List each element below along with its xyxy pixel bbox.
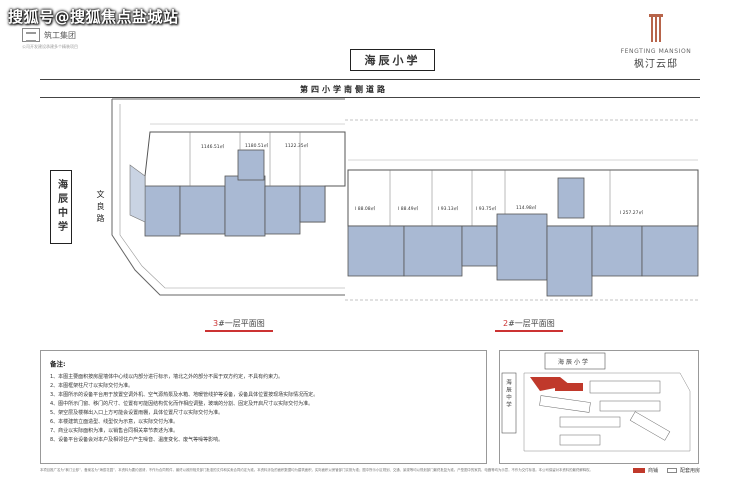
unit-area-label: 1180.51㎡ (245, 144, 269, 149)
brand-mark-icon (649, 14, 663, 42)
school-label-top: 海辰小学 (350, 49, 435, 71)
unit-area-label: I 257.27㎡ (620, 211, 644, 216)
road-label-left: 文良路 (96, 190, 105, 226)
note-item: 6、本楼建筑立面造型、线型仅为示意，以实际交付为准。 (50, 419, 179, 425)
plan-title-number: 2 (503, 319, 509, 328)
developer-logo-name: 筑工集团 (44, 30, 76, 40)
notes-panel: 备注: 1、本图主要面积按房屋墙体中心线以内部分进行标示，墙北之外的部分不属于双… (40, 350, 487, 464)
legend: 商铺 配套用房 (633, 467, 700, 474)
watermark-text: 搜狐号@搜狐焦点盐城站 (8, 8, 179, 26)
plan-title-text: #一层平面图 (508, 319, 555, 328)
keymap-drawing (501, 352, 691, 452)
unit-area-label: I 93.13㎡ (438, 207, 459, 212)
brand-name-cn: 枫汀云邸 (634, 59, 678, 70)
brand-name-en: FENGTING MANSION (620, 48, 692, 55)
site-key-map: 海辰小学 海辰中学 (499, 350, 699, 464)
plan-title-building-3: 3#一层平面图 (205, 318, 273, 332)
unit-area-label: I 88.49㎡ (398, 207, 419, 212)
unit-area-label: I 93.75㎡ (476, 207, 497, 212)
brand-logo: FENGTING MANSION 枫汀云邸 (596, 14, 716, 70)
keymap-school-label: 海辰小学 (558, 359, 591, 366)
note-item: 1、本图主要面积按房屋墙体中心线以内部分进行标示，墙北之外的部分不属于双方约定，… (50, 374, 284, 380)
road-edge-line (40, 97, 700, 98)
floor-plan-drawing (111, 98, 700, 301)
developer-logo: 筑工集团 公司开发建设承建多个精装项目 (22, 28, 78, 49)
unit-area-label: 1146.51㎡ (201, 145, 225, 150)
footer-disclaimer: 本项目推广名为“枫汀云邸”，备案名为“海辰花园”，本资料为要约邀请，不作为合同附… (40, 468, 593, 472)
unit-area-label: I 88.08㎡ (355, 207, 376, 212)
note-item: 4、图中所示门窗、移门的尺寸、位置有可能因结构优化而作相应调整，玻璃的分割、固定… (50, 401, 314, 407)
legend-label-shop: 商铺 (648, 468, 659, 474)
school-label-left: 海辰中学 (50, 170, 72, 244)
road-label-top: 第四小学南侧道路 (300, 85, 388, 94)
note-item: 8、设备平台设备会对本户及相邻住户产生噪音、温度变化、废气等噪等影响。 (50, 437, 224, 443)
building-3-plan (129, 131, 346, 237)
note-item: 2、本图框架柱尺寸以实际交付为准。 (50, 383, 134, 389)
developer-logo-tagline: 公司开发建设承建多个精装项目 (22, 44, 78, 49)
plan-title-number: 3 (213, 319, 219, 328)
plan-title-building-2: 2#一层平面图 (495, 318, 563, 332)
legend-label-facility: 配套用房 (680, 468, 701, 474)
notes-heading: 备注: (50, 360, 66, 368)
plan-title-text: #一层平面图 (218, 319, 265, 328)
legend-swatch-facility (667, 468, 678, 473)
unit-area-label: 1122.35㎡ (285, 144, 309, 149)
developer-logo-icon (22, 28, 40, 42)
note-item: 7、商业以实际面积为准，以销售合同相关章节表述为准。 (50, 428, 179, 434)
note-item: 3、本图所示的设备平台用于放置空调外机、空气源热泵及水箱、地暖管线护等设备，设备… (50, 392, 319, 398)
unit-area-label: 114.98㎡ (516, 206, 537, 211)
road-edge-line (40, 79, 700, 80)
note-item: 5、架空层及楼梯出入口上方可能会设置雨棚，具体位置尺寸以实际交付为准。 (50, 410, 224, 416)
building-2-plan (347, 169, 699, 297)
legend-swatch-shop (633, 468, 645, 473)
keymap-school2-label: 海辰中学 (505, 379, 511, 409)
